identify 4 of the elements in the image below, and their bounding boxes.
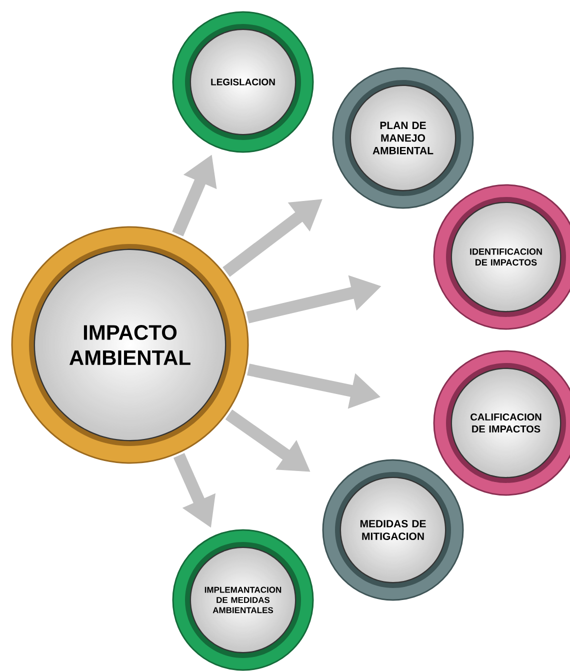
circle-node: IMPACTO AMBIENTAL — [11, 226, 249, 464]
circle-node: IMPLEMANTACION DE MEDIDAS AMBIENTALES — [172, 529, 314, 671]
circle-node: LEGISLACION — [172, 11, 314, 153]
circle-node: IDENTIFICACION DE IMPACTOS — [433, 184, 570, 330]
